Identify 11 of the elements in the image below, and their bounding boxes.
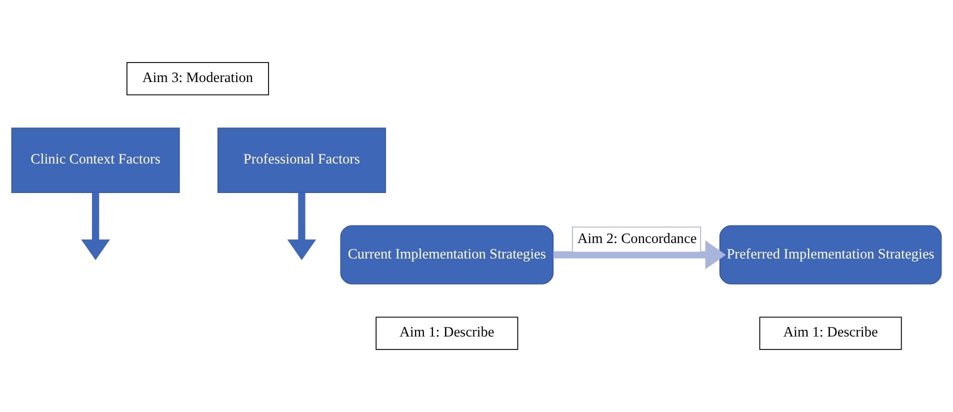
node-box: Aim 1: Describe bbox=[759, 316, 902, 350]
arrow bbox=[81, 192, 110, 260]
edge-label: Aim 2: Concordance bbox=[577, 231, 697, 248]
node-box: Current Implementation Strategies bbox=[340, 225, 554, 284]
arrow bbox=[553, 240, 726, 270]
node-box: Aim 3: Moderation bbox=[126, 62, 269, 96]
node-box: Professional Factors bbox=[217, 128, 386, 193]
node-box: Preferred Implementation Strategies bbox=[719, 225, 942, 284]
node-box: Aim 1: Describe bbox=[376, 316, 518, 350]
arrow bbox=[287, 192, 316, 260]
node-box: Clinic Context Factors bbox=[11, 128, 180, 193]
